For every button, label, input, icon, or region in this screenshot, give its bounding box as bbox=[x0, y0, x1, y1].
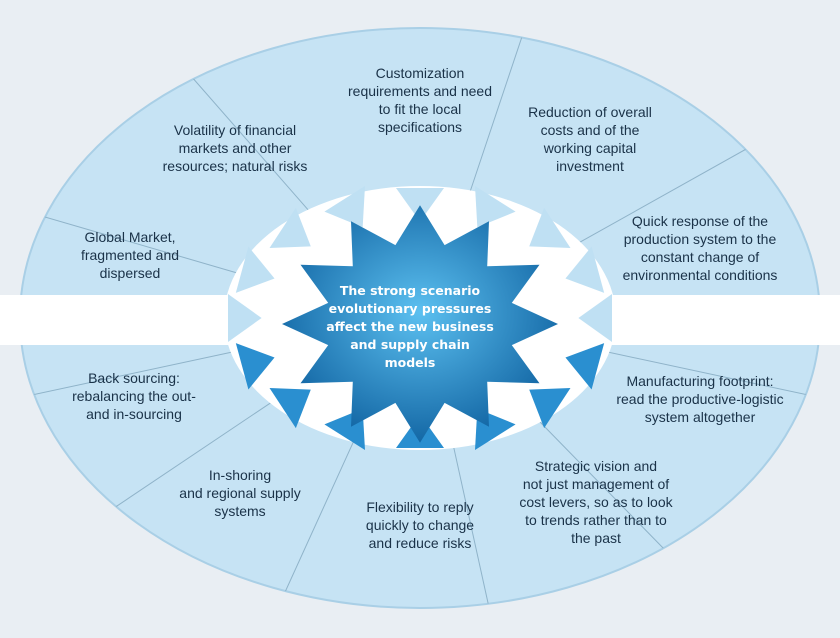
triangle-mark bbox=[235, 343, 275, 390]
triangle-mark bbox=[529, 207, 571, 249]
segment-divider bbox=[272, 438, 356, 608]
triangle-mark bbox=[396, 188, 444, 222]
triangle-mark bbox=[235, 246, 275, 293]
segment-label-strategic: Strategic vision and not just management… bbox=[519, 458, 673, 546]
segment-divider bbox=[452, 443, 496, 608]
segment-dividers bbox=[20, 28, 820, 608]
segment-label-backsourcing: Back sourcing: rebalancing the out- and … bbox=[72, 370, 196, 422]
segment-label-volatility: Volatility of financial markets and othe… bbox=[162, 122, 308, 174]
triangle-ring bbox=[228, 186, 612, 450]
segment-label-customization: Customization requirements and need to f… bbox=[348, 65, 492, 135]
triangle-mark bbox=[578, 294, 612, 342]
triangle-mark bbox=[475, 186, 516, 228]
segment-divider bbox=[20, 208, 242, 275]
segment-divider bbox=[172, 55, 312, 214]
segment-divider bbox=[20, 350, 237, 402]
triangle-mark bbox=[269, 207, 311, 249]
segment-divider bbox=[536, 418, 686, 571]
triangle-mark bbox=[565, 343, 605, 390]
triangle-mark bbox=[565, 246, 605, 293]
segment-label-global: Global Market, fragmented and dispersed bbox=[80, 229, 180, 281]
center-star bbox=[282, 205, 558, 443]
center-label: The strong scenario evolutionary pressur… bbox=[326, 283, 494, 370]
segment-label-flexibility: Flexibility to reply quickly to change a… bbox=[365, 499, 475, 551]
triangle-mark bbox=[324, 186, 365, 228]
triangle-mark bbox=[228, 294, 262, 342]
segment-divider bbox=[468, 28, 532, 195]
segment-divider bbox=[575, 134, 773, 246]
segment-label-inshoring: In-shoring and regional supply systems bbox=[179, 467, 301, 519]
segment-label-manufacturing: Manufacturing footprint: read the produc… bbox=[616, 373, 784, 425]
segment-divider bbox=[90, 399, 275, 525]
triangle-mark bbox=[529, 387, 571, 429]
segment-divider bbox=[603, 350, 820, 402]
triangle-mark bbox=[269, 387, 311, 429]
segment-label-reduction: Reduction of overall costs and of the wo… bbox=[528, 104, 652, 174]
segment-label-quick-response: Quick response of the production system … bbox=[622, 213, 778, 283]
